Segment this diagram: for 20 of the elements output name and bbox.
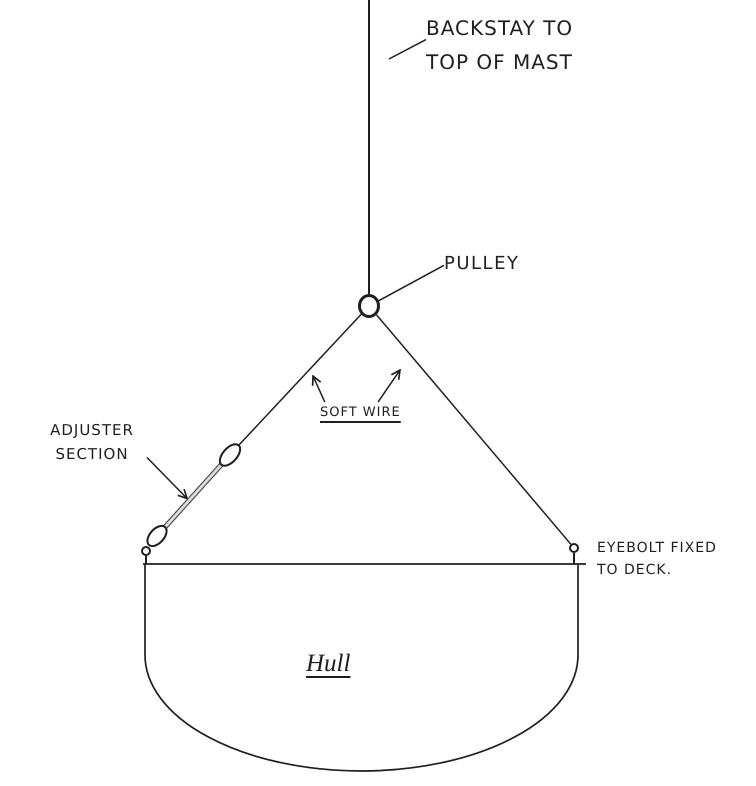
leader-line (388, 38, 426, 60)
pulley-label: PULLEY (444, 251, 520, 277)
pulley-ring (358, 294, 380, 318)
soft-wire (238, 314, 362, 446)
adjuster-label: ADJUSTER SECTION (36, 418, 148, 466)
backstay-label: BACKSTAY TO TOP OF MAST (426, 11, 604, 79)
eyebolt-ring (569, 543, 579, 553)
eyebolt-note: EYEBOLT FIXED TO DECK. (597, 539, 718, 580)
backstay-wire (368, 0, 370, 294)
hull-outline (141, 562, 588, 775)
adjuster-drawing (145, 442, 243, 548)
pointer-arrow (377, 369, 401, 402)
leader-line (378, 264, 444, 302)
pointer-arrow (146, 456, 188, 500)
eyebolt-ring (141, 546, 151, 556)
hull-label: Hull (306, 649, 350, 679)
soft-wire (376, 314, 572, 545)
soft-wire-label: SOFT WIRE (320, 402, 401, 424)
pointer-arrow (312, 375, 326, 402)
eyebolt-shank (573, 553, 575, 564)
